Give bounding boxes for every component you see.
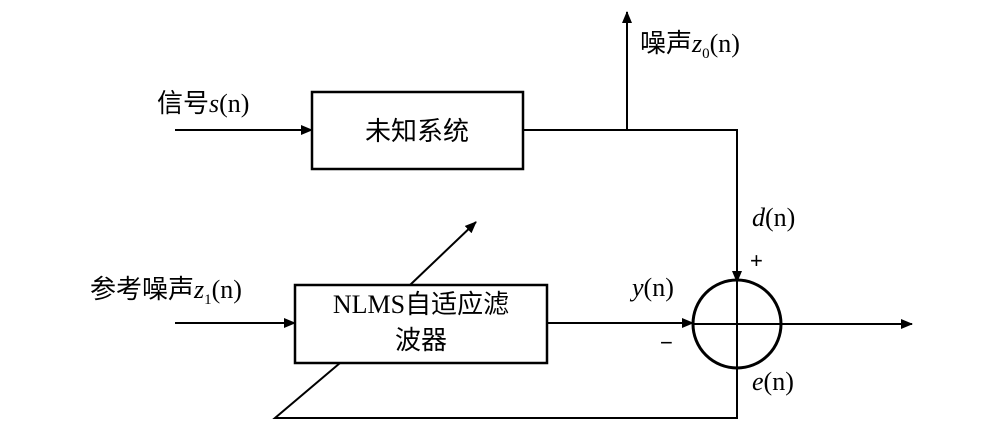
reference-noise-label-sub: 1	[204, 292, 212, 308]
noise-label-prefix: 噪声	[640, 29, 692, 58]
unknown-system-label: 未知系统	[365, 117, 469, 146]
reference-noise-label-prefix: 参考噪声	[90, 275, 194, 304]
noise-label-arg: (n)	[710, 29, 740, 58]
nlms-filter-label-line2: 波器	[395, 326, 447, 355]
signal-label-prefix: 信号	[157, 89, 209, 118]
desired-signal-path	[523, 129, 742, 283]
reference-noise-label: 参考噪声z1(n)	[90, 275, 242, 308]
plus-sign: +	[750, 248, 763, 273]
adaptation-arrow	[409, 221, 477, 286]
error-label-var: e	[752, 367, 764, 396]
nlms-filter-label-line1: NLMS自适应滤	[333, 290, 509, 319]
desired-label-arg: (n)	[765, 203, 795, 232]
error-label-arg: (n)	[764, 367, 794, 396]
signal-label: 信号s(n)	[157, 89, 249, 118]
noise-label: 噪声z0(n)	[640, 29, 740, 62]
desired-label-var: d	[752, 203, 766, 232]
signal-label-arg: (n)	[219, 89, 249, 118]
reference-noise-label-var: z	[193, 275, 204, 304]
minus-sign: −	[660, 330, 673, 355]
error-label: e(n)	[752, 367, 794, 396]
filter-output-label-arg: (n)	[644, 273, 674, 302]
noise-label-var: z	[691, 29, 702, 58]
signal-label-var: s	[209, 89, 219, 118]
filter-output-label: y(n)	[629, 273, 674, 302]
reference-noise-label-arg: (n)	[212, 275, 242, 304]
error-feedback-path	[272, 362, 738, 419]
filter-output-label-var: y	[629, 273, 644, 302]
noise-label-sub: 0	[702, 46, 710, 62]
desired-label: d(n)	[752, 203, 795, 232]
